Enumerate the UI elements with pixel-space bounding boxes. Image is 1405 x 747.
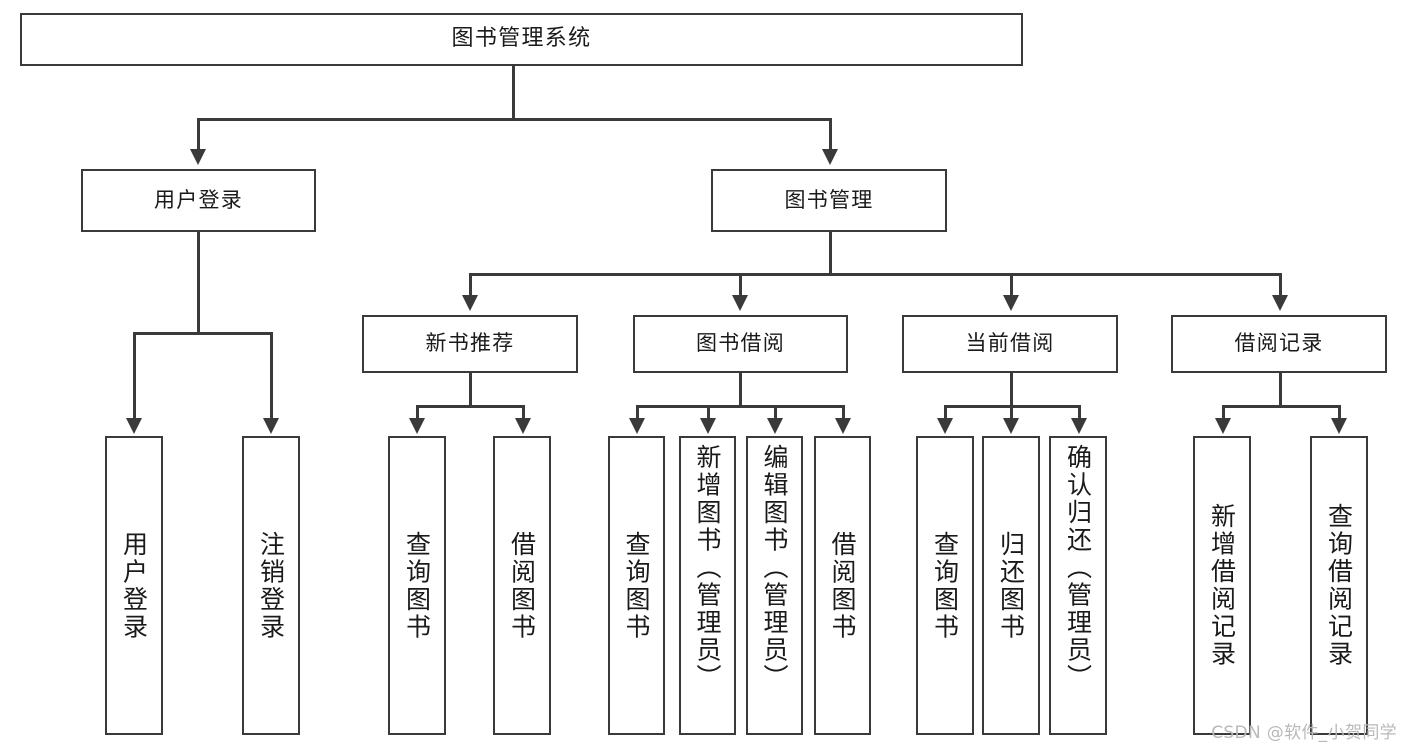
leaf-new-book-query-book[interactable]: 查询图书 [388, 436, 446, 735]
node-label: 查询图书 [402, 530, 432, 641]
connector-current-borrow-to-leaf-1 [944, 405, 947, 418]
connector-book-borrow-to-leaf-2 [707, 405, 710, 418]
arrowhead-book-mgmt-to-current [1003, 295, 1019, 311]
node-label: 查询图书 [930, 530, 960, 641]
arrowhead-book-borrow-to-leaf-1 [629, 418, 645, 434]
arrowhead-book-mgmt-to-new-book [462, 295, 478, 311]
connector-user-login-stem [197, 232, 200, 333]
node-label: 借阅图书 [507, 530, 537, 641]
node-label: 图书管理系统 [451, 26, 592, 52]
connector-root-to-user-login [197, 118, 200, 149]
leaf-book-borrow-edit-book-admin[interactable]: 编辑图书（管理员） [746, 436, 803, 735]
arrowhead-book-borrow-to-leaf-2 [700, 418, 716, 434]
node-current-borrow[interactable]: 当前借阅 [902, 315, 1118, 373]
arrowhead-root-to-book-mgmt [822, 149, 838, 165]
connector-book-mgmt-to-current [1010, 273, 1013, 295]
node-label: 归还图书 [996, 530, 1026, 641]
arrowhead-new-book-to-leaf-1 [409, 418, 425, 434]
connector-new-book-bus [416, 405, 522, 408]
connector-root-to-book-mgmt [829, 118, 832, 149]
arrowhead-book-mgmt-to-record [1272, 295, 1288, 311]
node-book-borrow[interactable]: 图书借阅 [633, 315, 848, 373]
arrowhead-book-borrow-to-leaf-4 [835, 418, 851, 434]
connector-current-borrow-to-leaf-3 [1078, 405, 1081, 418]
connector-new-book-to-leaf-1 [416, 405, 419, 418]
node-label: 查询图书 [622, 530, 651, 641]
node-label: 查询借阅记录 [1324, 503, 1354, 668]
node-user-login[interactable]: 用户登录 [81, 169, 316, 232]
leaf-book-borrow-add-book-admin[interactable]: 新增图书（管理员） [679, 436, 736, 735]
connector-new-book-stem [469, 373, 472, 406]
connector-new-book-to-leaf-2 [522, 405, 525, 418]
node-label: 图书借阅 [695, 331, 786, 356]
leaf-current-borrow-confirm-return-admin[interactable]: 确认归还（管理员） [1049, 436, 1107, 735]
connector-borrow-record-bus [1222, 405, 1338, 408]
node-label: 图书管理 [784, 187, 874, 212]
arrowhead-new-book-to-leaf-2 [515, 418, 531, 434]
arrowhead-current-borrow-to-leaf-1 [937, 418, 953, 434]
connector-root-stem [512, 66, 515, 119]
node-label: 当前借阅 [965, 331, 1055, 356]
connector-current-borrow-stem [1010, 373, 1013, 406]
leaf-user-login-logout[interactable]: 注销登录 [242, 436, 300, 735]
leaf-new-book-borrow-book[interactable]: 借阅图书 [493, 436, 551, 735]
connector-root-bus [197, 118, 831, 121]
arrowhead-root-to-user-login [190, 149, 206, 165]
connector-book-borrow-stem [739, 373, 742, 406]
leaf-current-borrow-query-book[interactable]: 查询图书 [916, 436, 974, 735]
arrowhead-book-borrow-to-leaf-3 [767, 418, 783, 434]
leaf-book-borrow-borrow-book[interactable]: 借阅图书 [814, 436, 871, 735]
node-label: 新书推荐 [425, 331, 515, 356]
arrowhead-user-login-to-leaf-1 [126, 418, 142, 434]
connector-borrow-record-to-leaf-2 [1338, 405, 1341, 418]
connector-borrow-record-stem [1279, 373, 1282, 406]
node-label: 用户登录 [153, 187, 244, 212]
connector-book-borrow-to-leaf-3 [774, 405, 777, 418]
connector-book-mgmt-to-record [1279, 273, 1282, 295]
connector-current-borrow-to-leaf-2 [1010, 405, 1013, 418]
connector-book-mgmt-to-borrow [739, 273, 742, 295]
leaf-current-borrow-return-book[interactable]: 归还图书 [982, 436, 1040, 735]
connector-borrow-record-to-leaf-1 [1222, 405, 1225, 418]
connector-book-borrow-bus [636, 405, 844, 408]
leaf-borrow-record-query-record[interactable]: 查询借阅记录 [1310, 436, 1368, 735]
node-label: 用户登录 [119, 530, 149, 641]
node-borrow-record[interactable]: 借阅记录 [1171, 315, 1387, 373]
arrowhead-user-login-to-leaf-2 [263, 418, 279, 434]
arrowhead-book-mgmt-to-borrow [732, 295, 748, 311]
node-root-system[interactable]: 图书管理系统 [20, 13, 1023, 66]
node-label: 借阅图书 [828, 530, 857, 641]
connector-user-login-bus [133, 332, 270, 335]
leaf-user-login-login[interactable]: 用户登录 [105, 436, 163, 735]
node-label: 确认归还（管理员） [1063, 444, 1093, 692]
arrowhead-current-borrow-to-leaf-3 [1071, 418, 1087, 434]
node-book-management[interactable]: 图书管理 [711, 169, 947, 232]
connector-book-mgmt-to-new-book [469, 273, 472, 295]
node-label: 新增图书（管理员） [693, 444, 722, 692]
node-label: 借阅记录 [1234, 331, 1324, 356]
connector-book-borrow-to-leaf-1 [636, 405, 639, 418]
leaf-borrow-record-add-record[interactable]: 新增借阅记录 [1193, 436, 1251, 735]
connector-book-borrow-to-leaf-4 [842, 405, 845, 418]
arrowhead-current-borrow-to-leaf-2 [1003, 418, 1019, 434]
connector-user-login-to-leaf-2 [270, 332, 273, 418]
connector-user-login-to-leaf-1 [133, 332, 136, 418]
connector-book-mgmt-stem [829, 232, 832, 274]
node-label: 编辑图书（管理员） [760, 444, 789, 692]
node-label: 新增借阅记录 [1207, 503, 1237, 668]
arrowhead-borrow-record-to-leaf-1 [1215, 418, 1231, 434]
node-new-book-recommend[interactable]: 新书推荐 [362, 315, 578, 373]
node-label: 注销登录 [256, 530, 286, 641]
leaf-book-borrow-query-book[interactable]: 查询图书 [608, 436, 665, 735]
arrowhead-borrow-record-to-leaf-2 [1331, 418, 1347, 434]
connector-book-mgmt-bus [469, 273, 1281, 276]
